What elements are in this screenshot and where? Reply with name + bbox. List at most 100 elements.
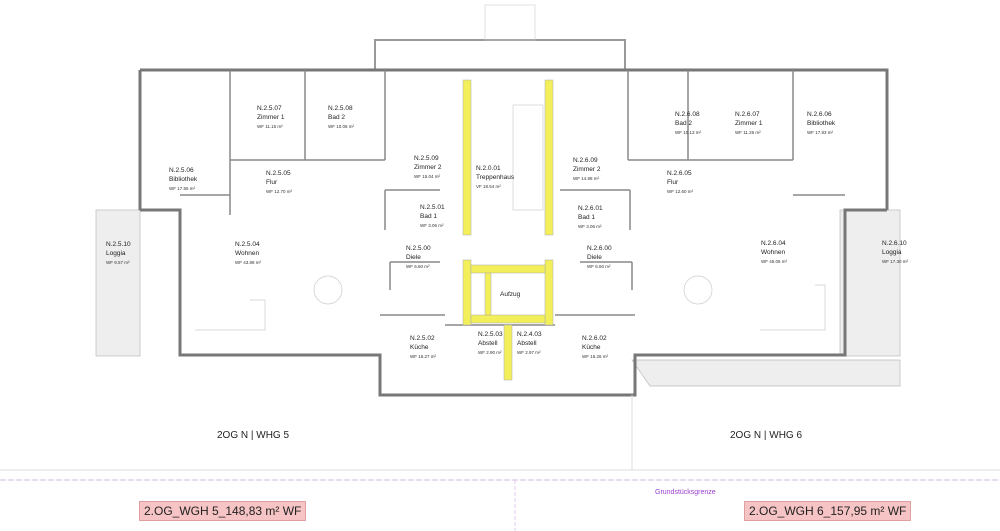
unit-label-whg6: 2OG N | WHG 6 [730,430,803,441]
room-area: WF 2.97 m² [517,350,541,355]
outer-walls [138,68,889,397]
interior-walls [180,70,845,326]
core-walls [462,79,554,381]
room-aufzug: Aufzug [500,290,520,299]
area-total-whg5: 2.OG_WGH 5_148,83 m² WF [139,501,307,521]
room-area: WF 45.06 m² [761,259,788,264]
room-area: WF 16.26 m² [582,354,609,359]
room-area: WF 12.60 m² [667,189,694,194]
room-id: N.2.6.05 [667,170,692,177]
room-id: N.2.5.05 [266,170,291,177]
room-name: Aufzug [500,291,521,298]
room-id: N.2.5.00 [406,245,431,252]
room-id: N.2.5.08 [328,105,353,112]
room-name: Küche [582,344,601,351]
room-area: WF 6.60 m² [587,264,611,269]
room-id: N.2.5.04 [235,241,260,248]
room-id: N.2.6.02 [582,335,607,342]
stairs [512,104,544,211]
room-area: WF 12.70 m² [266,189,293,194]
room-name: Diele [587,254,602,261]
loggia-left [95,209,141,357]
room-name: Flur [266,179,278,186]
room-name: Flur [667,179,679,186]
room-id: N.2.4.03 [517,331,542,338]
room-area: WF 9.57 m² [106,260,130,265]
room-area: WF 10.13 m² [675,130,702,135]
room-area: WF 11.15 m² [257,124,283,129]
room-id: N.2.5.10 [106,241,131,248]
room-name: Zimmer 2 [573,166,601,173]
room-name: Küche [410,344,429,351]
room-area: WF 14.88 m² [573,176,600,181]
room-id: N.2.5.03 [478,331,503,338]
loggia-right [839,209,901,357]
room-name: Diele [406,254,421,261]
dining-tables [195,275,826,331]
room-name: Wohnen [761,249,786,256]
room-id: N.2.0.01 [476,165,501,172]
room-id: N.2.5.01 [420,204,445,211]
room-id: N.2.6.10 [882,240,907,247]
room-name: Treppenhaus [476,174,515,181]
room-id: N.2.6.07 [735,111,760,118]
room-name: Bad 1 [578,214,595,221]
room-name: Abstell [478,340,498,347]
room-name: Zimmer 1 [735,120,763,127]
room-name: Loggia [106,250,126,257]
room-id: N.2.6.08 [675,111,700,118]
room-id: N.2.5.06 [169,167,194,174]
room-id: N.2.6.06 [807,111,832,118]
room-area: VF 18.54 m² [476,184,501,189]
room-area: WF 16.27 m² [410,354,437,359]
room-name: Bad 1 [420,213,437,220]
room-area: WF 15.04 m² [414,174,441,179]
room-area: WF 17.83 m² [807,130,834,135]
room-id: N.2.5.09 [414,155,439,162]
room-name: Bad 2 [675,120,692,127]
room-id: N.2.6.01 [578,205,603,212]
room-name: Zimmer 2 [414,164,442,171]
room-name: Wohnen [235,250,260,257]
room-area: WF 2.90 m² [478,350,502,355]
room-area: WF 17.55 m² [169,186,196,191]
room-name: Zimmer 1 [257,114,285,121]
room-name: Abstell [517,340,537,347]
room-id: N.2.6.04 [761,240,786,247]
room-name: Bibliothek [807,120,836,127]
room-area: WF 10.06 m² [328,124,355,129]
room-id: N.2.5.02 [410,335,435,342]
roof-outline [374,39,626,71]
room-name: Bibliothek [169,176,198,183]
room-id: N.2.6.00 [587,245,612,252]
unit-label-whg5: 2OG N | WHG 5 [217,430,290,441]
room-id: N.2.6.09 [573,157,598,164]
room-name: Bad 2 [328,114,345,121]
terrace-right [631,359,901,387]
property-boundary-label: Grundstücksgrenze [655,489,716,496]
room-area: WF 11.26 m² [735,130,761,135]
room-area: WF 3.06 m² [578,224,602,229]
room-area: WF 17.30 m² [882,259,909,264]
